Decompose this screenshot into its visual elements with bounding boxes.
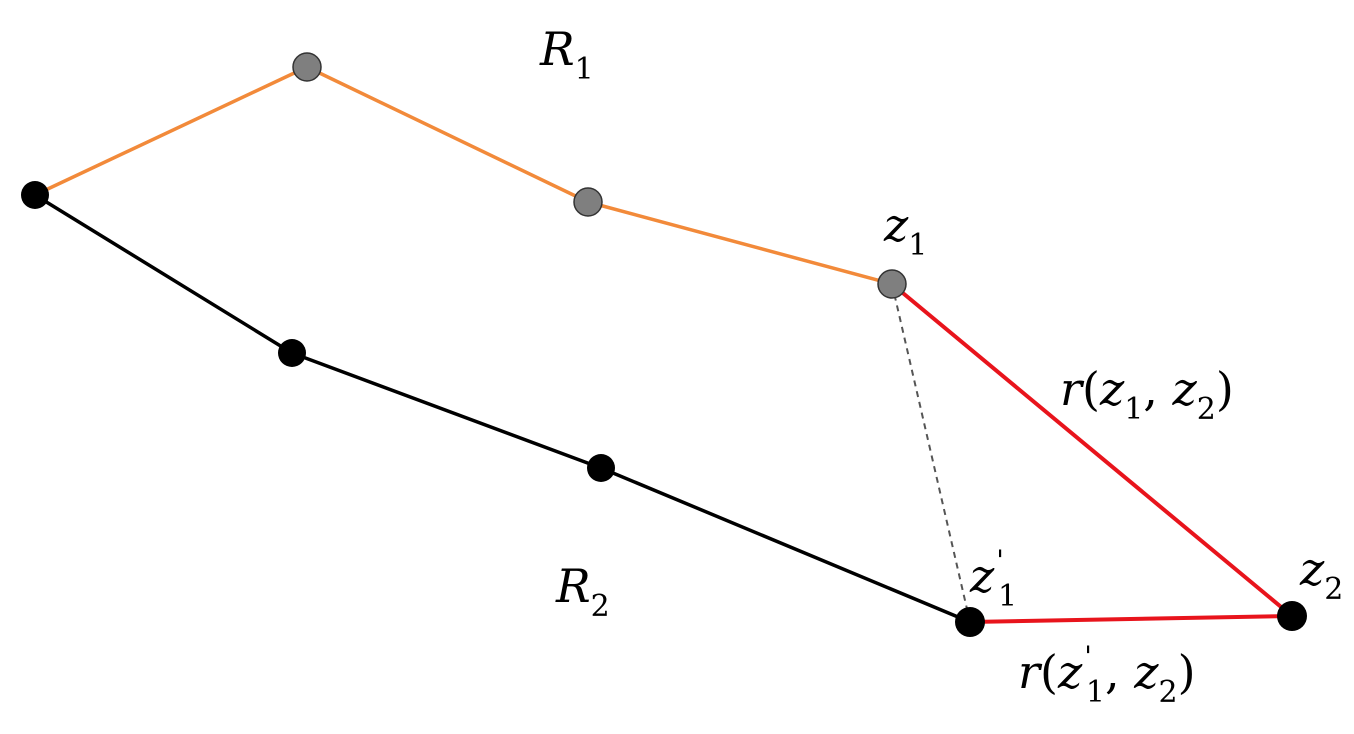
label-r2: R2 — [555, 559, 610, 624]
route-r2-point — [587, 454, 615, 482]
route-r2-point — [21, 181, 49, 209]
point-z1 — [877, 269, 907, 299]
route-r1-point — [573, 187, 603, 217]
label-distance-z1-z2: r(z1, z2) — [1060, 362, 1234, 427]
label-r1: R1 — [539, 22, 594, 87]
label-distance-z1prime-z2: r(z'1, z2) — [1018, 640, 1196, 710]
route-r2-path — [34, 193, 971, 624]
label-z2: z2 — [1299, 542, 1343, 607]
point-z1-prime — [955, 607, 985, 637]
distance-z1-z2 — [890, 282, 1294, 618]
projection-line — [891, 283, 971, 623]
label-z1: z1 — [883, 198, 927, 263]
route-r2-point — [278, 339, 306, 367]
route-r1-path — [34, 65, 893, 286]
point-z2 — [1277, 601, 1307, 631]
distance-z1prime-z2 — [969, 614, 1293, 624]
label-z1-prime: z'1 — [969, 544, 1017, 614]
route-r1-point — [292, 52, 322, 82]
